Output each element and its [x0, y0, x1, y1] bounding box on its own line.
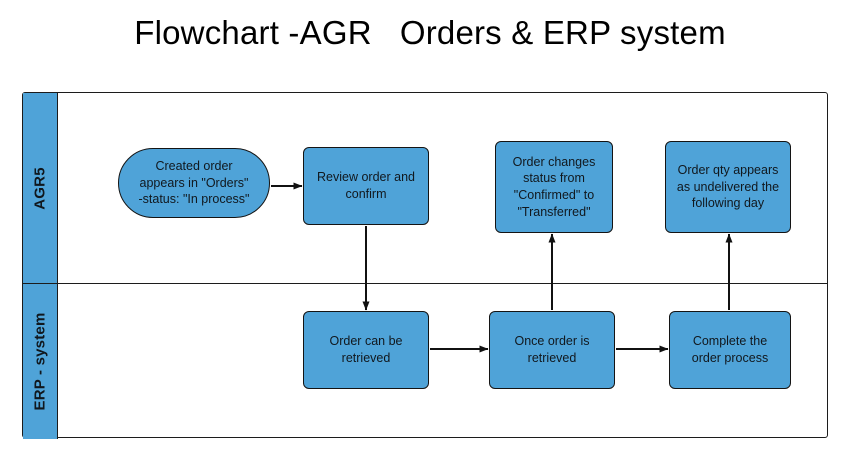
swimlane-header-erp: ERP - system	[23, 284, 58, 439]
swimlane-label-erp: ERP - system	[31, 312, 49, 411]
swimlane-header-agr5: AGR5	[23, 93, 58, 283]
node-review-order[interactable]: Review order and confirm	[303, 147, 429, 225]
node-status-change[interactable]: Order changes status from "Confirmed" to…	[495, 141, 613, 233]
page-title: Flowchart -AGR Orders & ERP system	[134, 14, 726, 51]
swimlane-erp: ERP - system	[23, 284, 827, 439]
node-order-qty[interactable]: Order qty appears as undelivered the fol…	[665, 141, 791, 233]
node-created-order[interactable]: Created order appears in "Orders" -statu…	[118, 148, 270, 218]
node-complete-order[interactable]: Complete the order process	[669, 311, 791, 389]
swimlane-agr5: AGR5	[23, 93, 827, 284]
node-order-retrieved[interactable]: Order can be retrieved	[303, 311, 429, 389]
node-once-retrieved[interactable]: Once order is retrieved	[489, 311, 615, 389]
swimlane-label-agr5: AGR5	[31, 166, 49, 210]
